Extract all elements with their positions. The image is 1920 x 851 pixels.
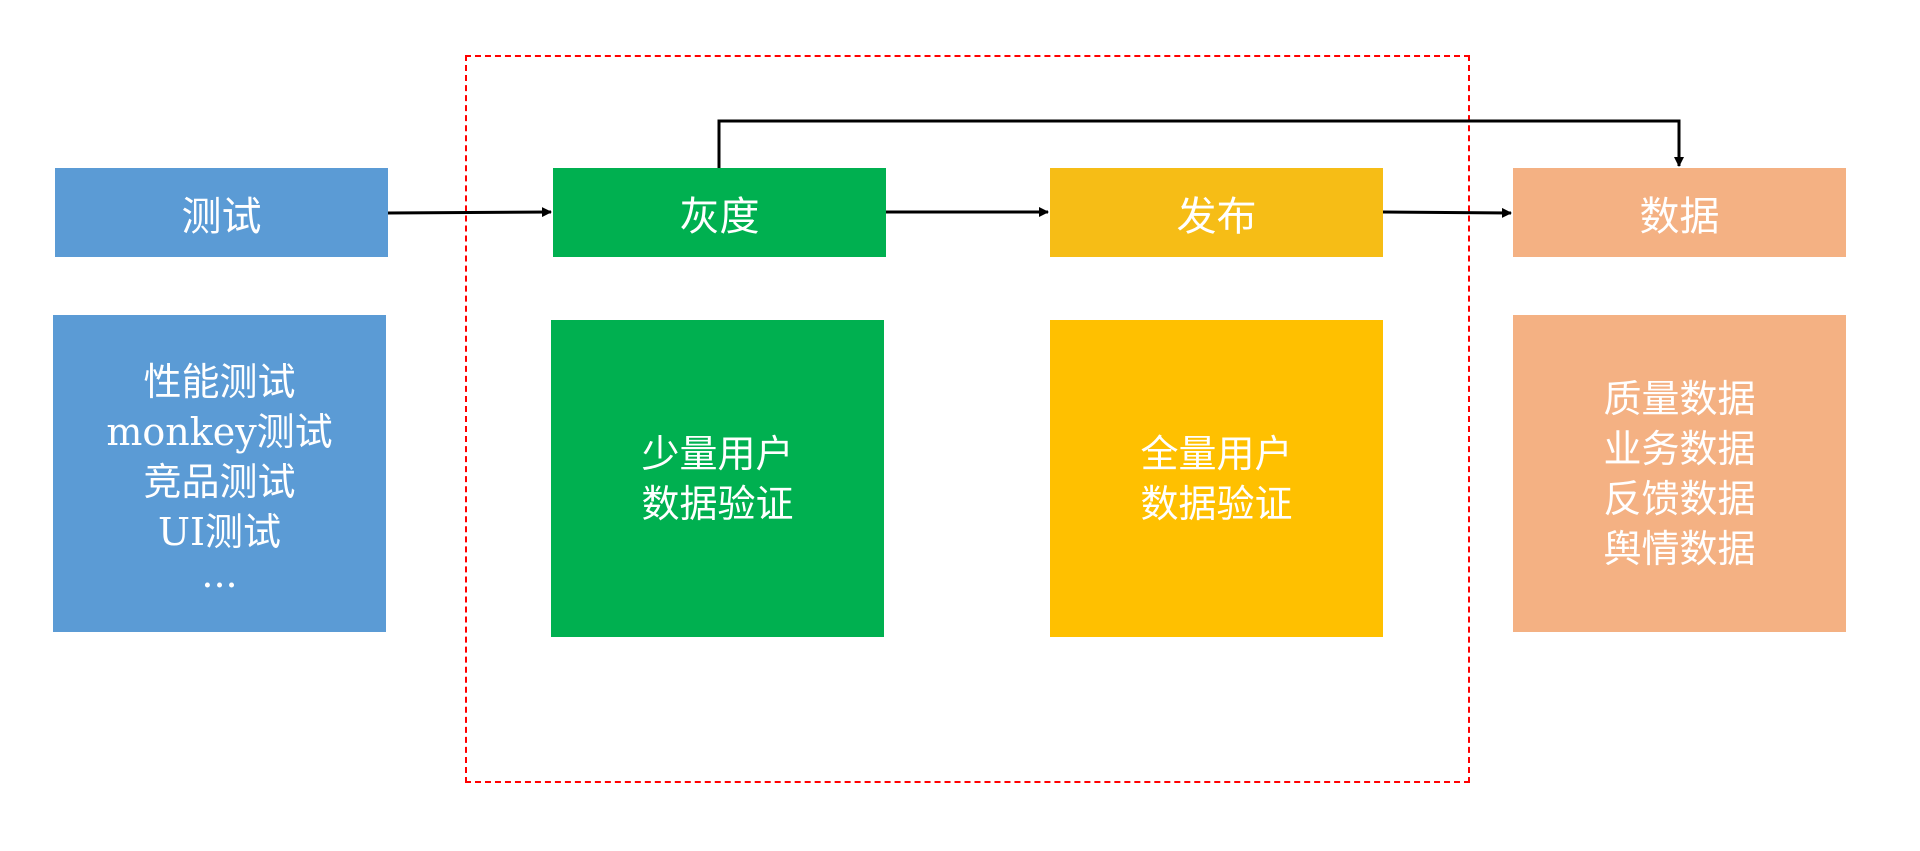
- stage-data-header: 数据: [1513, 168, 1846, 257]
- data-item-sentiment: 舆情数据: [1603, 526, 1756, 571]
- stage-release-detail: 全量用户 数据验证: [1050, 320, 1383, 637]
- stage-gray-detail: 少量用户 数据验证: [551, 320, 884, 637]
- gray-release-dashed-frame: [465, 55, 1470, 783]
- stage-data-title: 数据: [1639, 193, 1720, 240]
- stage-gray-header: 灰度: [553, 168, 886, 257]
- stage-test-header: 测试: [55, 168, 388, 257]
- stage-test-detail: 性能测试 monkey测试 竞品测试 UI测试 ...: [53, 315, 386, 632]
- test-item-ellipsis: ...: [201, 551, 238, 596]
- gray-item-validation: 数据验证: [641, 481, 794, 526]
- release-item-users: 全量用户: [1140, 431, 1293, 476]
- test-item-ui: UI测试: [157, 509, 282, 554]
- data-item-feedback: 反馈数据: [1603, 476, 1756, 521]
- stage-release-header: 发布: [1050, 168, 1383, 257]
- test-item-performance: 性能测试: [143, 359, 296, 404]
- stage-test-title: 测试: [181, 193, 262, 240]
- arrow-gray-to-data-top: [717, 119, 1684, 168]
- data-item-quality: 质量数据: [1603, 376, 1756, 421]
- arrow-test-to-gray: [387, 207, 552, 218]
- arrow-release-to-data: [1382, 207, 1512, 218]
- release-item-validation: 数据验证: [1140, 481, 1293, 526]
- test-item-competitor: 竞品测试: [143, 459, 296, 504]
- stage-data-detail: 质量数据 业务数据 反馈数据 舆情数据: [1513, 315, 1846, 632]
- stage-gray-title: 灰度: [679, 193, 760, 240]
- gray-item-users: 少量用户: [641, 431, 794, 476]
- stage-release-title: 发布: [1176, 193, 1257, 240]
- data-item-business: 业务数据: [1603, 426, 1756, 471]
- test-item-monkey: monkey测试: [106, 409, 333, 454]
